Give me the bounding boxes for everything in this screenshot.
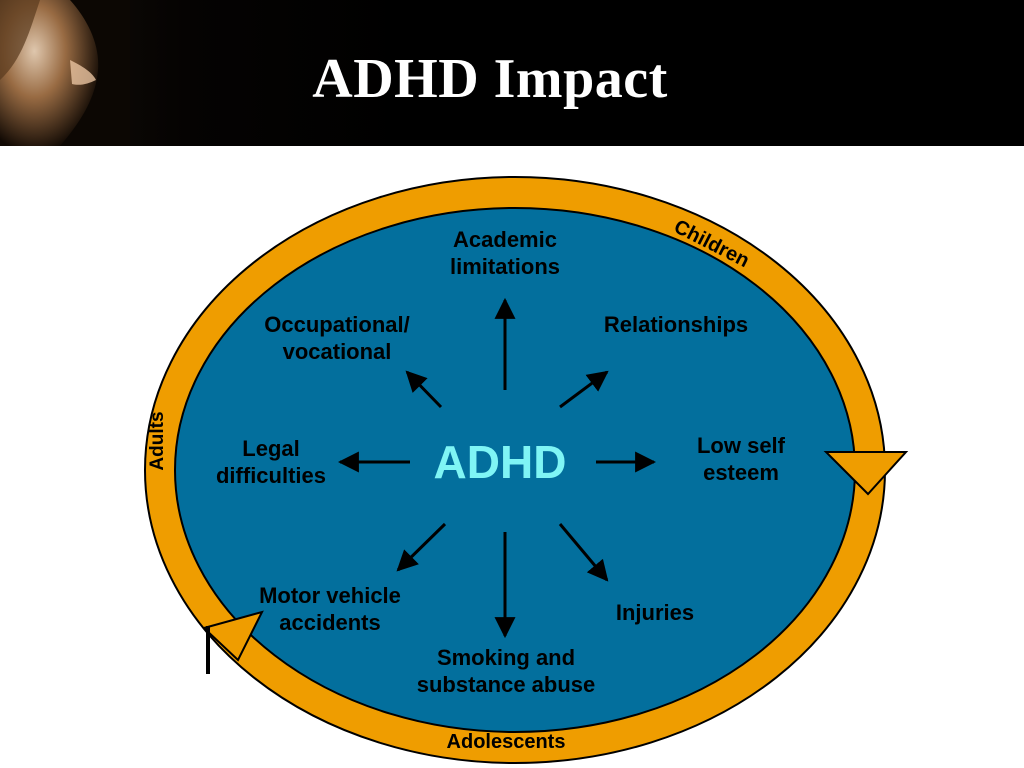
page-title: ADHD Impact [312, 48, 668, 110]
ring-arrowhead-left [202, 610, 264, 662]
stage-adults: Adults [147, 411, 168, 470]
impact-legal-difficulties: Legal difficulties [215, 436, 326, 488]
arrow-relationships [559, 370, 609, 409]
impact-occupational-vocational: Occupational/ vocational [264, 312, 410, 364]
ring-arrowhead-right [823, 451, 909, 496]
impact-relationships: Relationships [603, 312, 749, 337]
title-banner: ADHD Impact [0, 0, 1024, 146]
arrow-motor-vehicle [396, 522, 447, 572]
impact-injuries: Injuries [615, 600, 695, 625]
arrow-injuries [558, 523, 609, 582]
impact-motor-vehicle-accidents: Motor vehicle accidents [259, 583, 401, 635]
center-adhd-label: ADHD [433, 436, 567, 488]
arrow-occupational [405, 370, 443, 409]
impact-academic-limitations: Academic limitations [449, 227, 560, 279]
impact-smoking-substance-abuse: Smoking and substance abuse [416, 645, 596, 697]
stage-adolescents: Adolescents [447, 731, 566, 753]
child-photo [0, 0, 130, 146]
impact-low-self-esteem: Low self esteem [696, 433, 785, 485]
